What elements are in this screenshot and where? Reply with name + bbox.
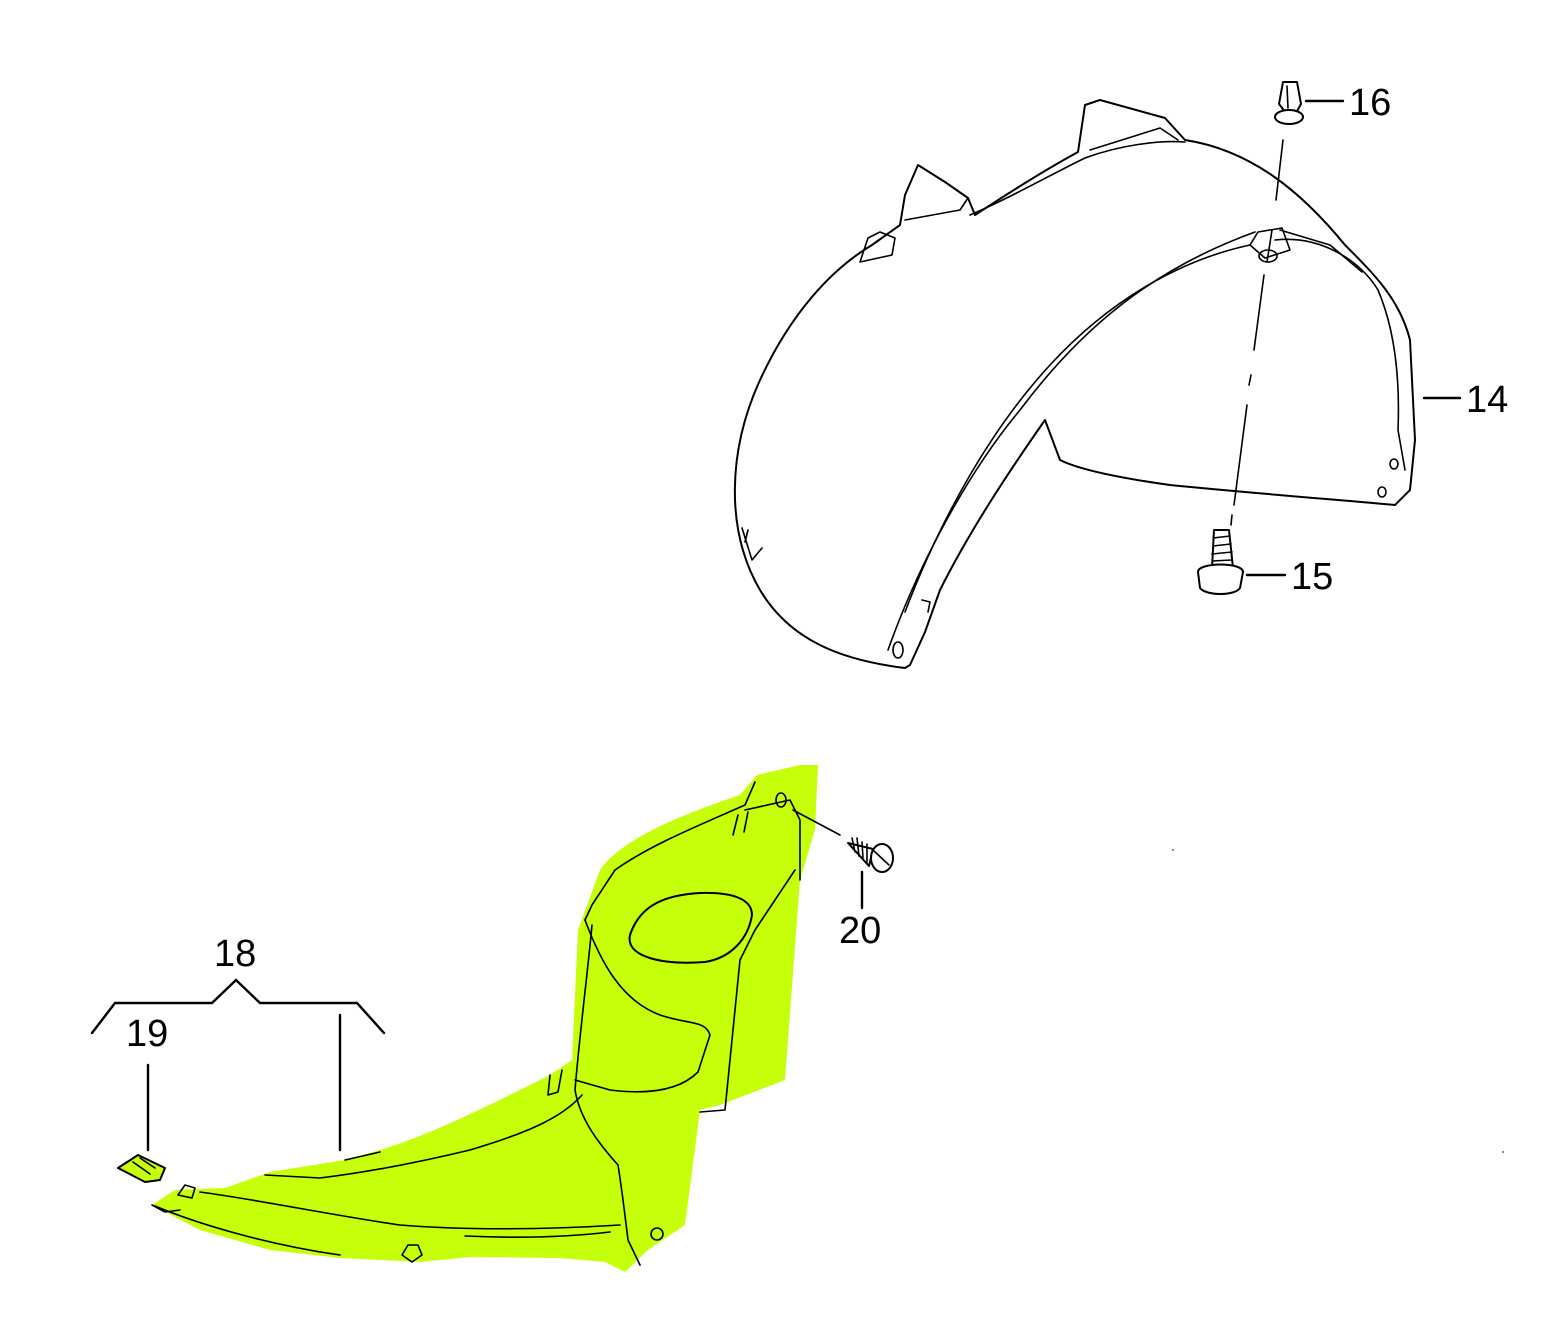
speck xyxy=(1502,1151,1504,1153)
callout-14: 14 xyxy=(1466,379,1508,421)
callout-16: 16 xyxy=(1349,82,1391,124)
wheel-housing-liner-14[interactable] xyxy=(733,99,1416,669)
alignment-line-20 xyxy=(792,809,841,836)
callout-15: 15 xyxy=(1291,556,1333,598)
highlighted-liner-assembly-18[interactable] xyxy=(151,765,818,1272)
expanding-clip-16[interactable] xyxy=(1274,81,1304,125)
callout-19: 19 xyxy=(126,1013,168,1055)
alignment-line xyxy=(1230,139,1284,526)
clip-nut-19[interactable] xyxy=(117,1154,166,1183)
liner-main-body xyxy=(152,765,818,1272)
tapping-screw-20[interactable] xyxy=(847,837,894,873)
bracket-18 xyxy=(90,978,386,1035)
callout-20: 20 xyxy=(839,910,881,952)
screw-15[interactable] xyxy=(1197,529,1244,595)
speck xyxy=(1172,849,1174,851)
callout-18: 18 xyxy=(214,933,256,975)
